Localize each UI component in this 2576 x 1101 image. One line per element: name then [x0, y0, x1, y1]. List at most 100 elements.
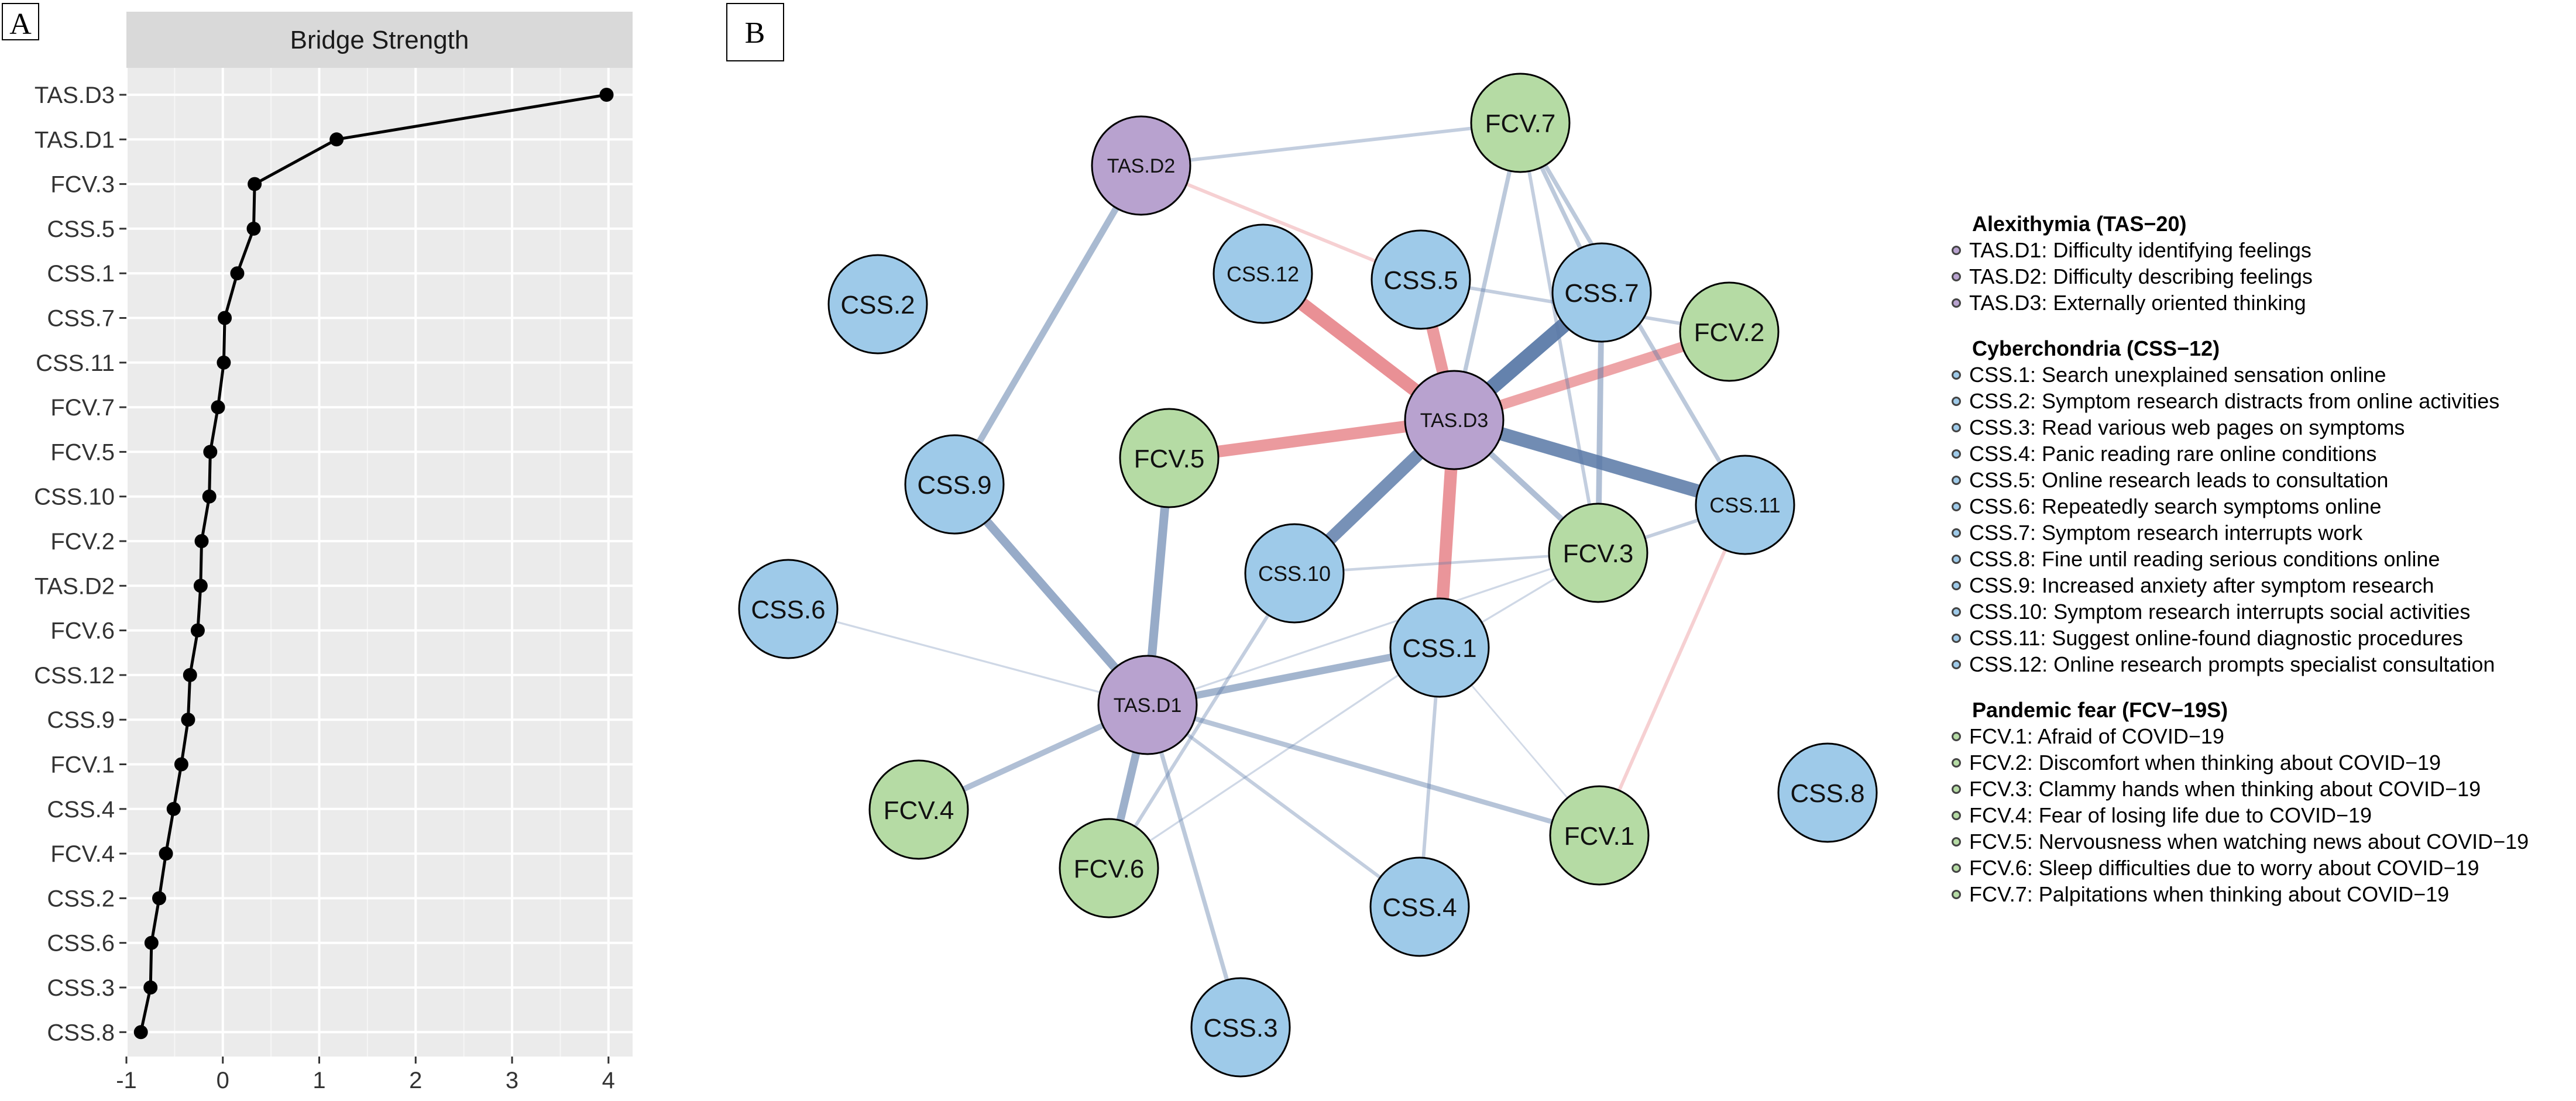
- legend-item: FCV.3: Clammy hands when thinking about …: [1952, 776, 2529, 802]
- node-circle: [1371, 229, 1471, 330]
- legend-item-label: CSS.1: Search unexplained sensation onli…: [1969, 363, 2386, 387]
- node-circle: [738, 559, 839, 659]
- point-fcv-2: [194, 534, 209, 548]
- point-css-3: [143, 980, 158, 995]
- panel-a-tag-box: [2, 3, 39, 40]
- legend-item: CSS.3: Read various web pages on symptom…: [1952, 414, 2529, 441]
- legend-item-label: FCV.3: Clammy hands when thinking about …: [1969, 777, 2481, 801]
- x-tick-label: 2: [409, 1068, 422, 1093]
- node-circle: [1119, 408, 1220, 508]
- node-css-1: CSS.1: [1389, 597, 1490, 698]
- legend-item-label: CSS.6: Repeatedly search symptoms online: [1969, 494, 2382, 518]
- legend-item-label: CSS.3: Read various web pages on symptom…: [1969, 415, 2405, 439]
- legend-title-fcv: Pandemic fear (FCV−19S): [1972, 698, 2228, 722]
- node-circle: [1549, 785, 1650, 886]
- y-tick-label-css-11: CSS.11: [36, 350, 115, 376]
- node-css-7: CSS.7: [1551, 242, 1652, 343]
- legend-item-label: CSS.12: Online research prompts speciali…: [1969, 652, 2495, 676]
- edge-css-10-fcv-3: [1294, 551, 1599, 575]
- node-label: FCV.1: [1564, 822, 1635, 851]
- y-tick-label-tas-d1: TAS.D1: [35, 127, 115, 153]
- node-label: CSS.7: [1564, 279, 1639, 308]
- grid-lines: [125, 68, 633, 1057]
- legend-dot-icon: [1952, 554, 1961, 564]
- node-circle: [1097, 655, 1198, 755]
- legend-item: CSS.4: Panic reading rare online conditi…: [1952, 441, 2529, 467]
- legend-item: CSS.11: Suggest online-found diagnostic …: [1952, 625, 2529, 651]
- y-tick-label-css-12: CSS.12: [34, 663, 115, 689]
- node-circle: [1059, 818, 1159, 918]
- point-css-1: [230, 266, 245, 281]
- node-label: FCV.2: [1694, 318, 1765, 347]
- node-circle: [1244, 523, 1345, 624]
- legend-dot-icon: [1952, 245, 1961, 255]
- node-label: CSS.9: [917, 471, 991, 500]
- legend-group-css: Cyberchondria (CSS−12) CSS.1: Search une…: [1952, 335, 2529, 677]
- node-label: FCV.4: [884, 796, 954, 825]
- legend-item: FCV.1: Afraid of COVID−19: [1952, 723, 2529, 749]
- node-label: CSS.5: [1383, 266, 1458, 295]
- legend-item-label: FCV.4: Fear of losing life due to COVID−…: [1969, 803, 2372, 827]
- node-css-3: CSS.3: [1190, 977, 1291, 1078]
- legend-item-label: CSS.10: Symptom research interrupts soci…: [1969, 600, 2471, 624]
- node-circle: [1679, 281, 1780, 382]
- legend-item: FCV.7: Palpitations when thinking about …: [1952, 881, 2529, 907]
- legend-dot-icon: [1952, 758, 1961, 768]
- point-css-9: [181, 713, 195, 727]
- legend-item: CSS.8: Fine until reading serious condit…: [1952, 546, 2529, 572]
- legend-item-label: FCV.5: Nervousness when watching news ab…: [1969, 830, 2529, 854]
- point-css-4: [166, 801, 181, 816]
- point-tas-d3: [599, 88, 614, 102]
- node-css-12: CSS.12: [1213, 223, 1313, 324]
- edge-css-1-fcv-6: [1108, 646, 1440, 869]
- legend-item: FCV.2: Discomfort when thinking about CO…: [1952, 749, 2529, 776]
- legend-dot-icon: [1952, 837, 1961, 847]
- y-tick-label-fcv-7: FCV.7: [50, 395, 115, 421]
- legend-dot-icon: [1952, 784, 1961, 794]
- y-tick-label-css-1: CSS.1: [47, 261, 115, 287]
- point-fcv-6: [190, 623, 205, 638]
- node-label: CSS.8: [1790, 779, 1864, 808]
- legend-item: FCV.6: Sleep difficulties due to worry a…: [1952, 855, 2529, 881]
- node-css-11: CSS.11: [1695, 455, 1795, 555]
- legend-item: CSS.9: Increased anxiety after symptom r…: [1952, 572, 2529, 598]
- facet-strip: [126, 12, 633, 68]
- y-tick-label-tas-d2: TAS.D2: [35, 573, 115, 599]
- node-circle: [1777, 742, 1878, 843]
- legend-item: CSS.2: Symptom research distracts from o…: [1952, 388, 2529, 414]
- node-circle: [1213, 223, 1313, 324]
- legend-item: CSS.6: Repeatedly search symptoms online: [1952, 493, 2529, 519]
- point-css-2: [152, 891, 167, 906]
- legend-dot-icon: [1952, 396, 1961, 406]
- point-fcv-3: [248, 177, 262, 191]
- node-css-10: CSS.10: [1244, 523, 1345, 624]
- node-label: FCV.7: [1485, 109, 1556, 138]
- legend-group-fcv: Pandemic fear (FCV−19S) FCV.1: Afraid of…: [1952, 697, 2529, 907]
- legend-dot-icon: [1952, 889, 1961, 899]
- x-tick-label: 3: [506, 1068, 518, 1093]
- node-fcv-3: FCV.3: [1548, 503, 1648, 603]
- legend-item-label: FCV.2: Discomfort when thinking about CO…: [1969, 751, 2441, 775]
- legend-item: CSS.5: Online research leads to consulta…: [1952, 467, 2529, 493]
- node-circle: [868, 759, 969, 860]
- point-fcv-5: [203, 445, 218, 459]
- node-label: FCV.5: [1134, 445, 1205, 473]
- legend-item-label: FCV.7: Palpitations when thinking about …: [1969, 882, 2450, 906]
- node-circle: [1404, 370, 1505, 470]
- legend-item: CSS.10: Symptom research interrupts soci…: [1952, 598, 2529, 625]
- y-tick-label-fcv-1: FCV.1: [50, 752, 115, 778]
- node-css-2: CSS.2: [827, 254, 928, 355]
- point-css-6: [144, 935, 159, 950]
- node-circle: [904, 434, 1005, 535]
- point-css-11: [217, 355, 231, 370]
- point-css-5: [246, 221, 261, 236]
- legend-item-label: CSS.5: Online research leads to consulta…: [1969, 468, 2389, 492]
- legend-dot-icon: [1952, 501, 1961, 511]
- legend-item-label: CSS.2: Symptom research distracts from o…: [1969, 389, 2500, 413]
- plot-area: [126, 68, 633, 1057]
- edge-tas-d1-css-6: [788, 608, 1148, 706]
- legend-item-label: CSS.8: Fine until reading serious condit…: [1969, 547, 2440, 571]
- legend-dot-icon: [1952, 475, 1961, 485]
